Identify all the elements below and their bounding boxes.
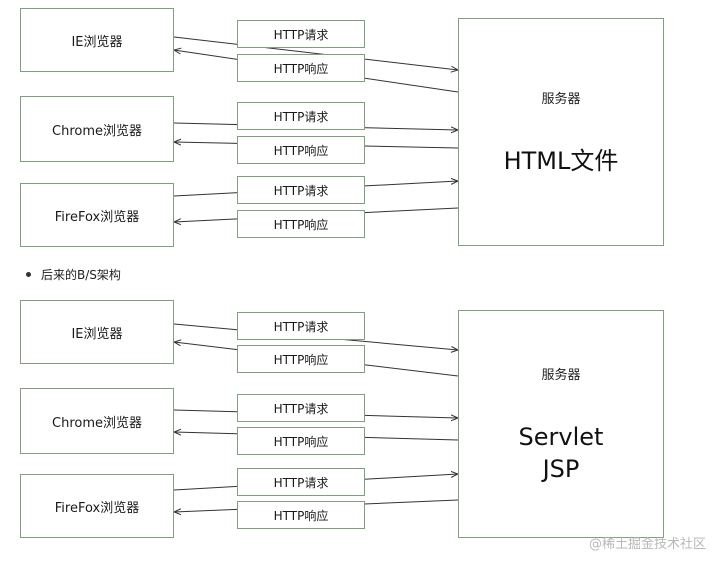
tag-label: HTTP响应	[273, 61, 329, 76]
http-response-tag: HTTP响应	[237, 345, 365, 373]
server-label: 服务器	[541, 368, 581, 383]
http-response-tag: HTTP响应	[237, 54, 365, 82]
browser-label: FireFox浏览器	[54, 209, 140, 225]
tag-label: HTTP请求	[273, 401, 329, 416]
http-request-tag: HTTP请求	[237, 312, 365, 340]
request-arrow	[173, 36, 458, 70]
http-request-tag: HTTP请求	[237, 20, 365, 48]
tag-label: HTTP响应	[273, 434, 329, 449]
tag-label: HTTP请求	[273, 109, 329, 124]
server-content-html: HTML文件	[503, 147, 619, 175]
browser-box-ie: IE浏览器	[20, 8, 174, 72]
browser-box-firefox: FireFox浏览器	[20, 183, 174, 247]
http-response-tag: HTTP响应	[237, 210, 365, 238]
http-response-tag: HTTP响应	[237, 427, 365, 455]
tag-label: HTTP请求	[273, 475, 329, 490]
server-content-jsp: JSP	[542, 455, 580, 483]
browser-label: Chrome浏览器	[52, 415, 142, 431]
browser-label: IE浏览器	[71, 326, 123, 342]
http-request-tag: HTTP请求	[237, 102, 365, 130]
tag-label: HTTP响应	[273, 217, 329, 232]
server-label: 服务器	[541, 92, 581, 107]
tag-label: HTTP响应	[273, 143, 329, 158]
http-request-tag: HTTP请求	[237, 394, 365, 422]
tag-label: HTTP请求	[273, 183, 329, 198]
browser-box-chrome: Chrome浏览器	[20, 96, 174, 162]
http-response-tag: HTTP响应	[237, 501, 365, 529]
browser-label: IE浏览器	[71, 34, 123, 50]
server-box-top	[458, 18, 664, 246]
http-response-tag: HTTP响应	[237, 136, 365, 164]
bullet-text: 后来的B/S架构	[41, 268, 121, 282]
browser-box-chrome: Chrome浏览器	[20, 388, 174, 454]
tag-label: HTTP请求	[273, 319, 329, 334]
browser-label: Chrome浏览器	[52, 123, 142, 139]
browser-box-firefox: FireFox浏览器	[20, 474, 174, 538]
tag-label: HTTP请求	[273, 27, 329, 42]
browser-box-ie: IE浏览器	[20, 300, 174, 364]
server-box-bottom	[458, 310, 664, 538]
bullet-dot-icon	[26, 272, 31, 277]
watermark-text: @稀土掘金技术社区	[588, 537, 706, 552]
tag-label: HTTP响应	[273, 352, 329, 367]
tag-label: HTTP响应	[273, 508, 329, 523]
http-request-tag: HTTP请求	[237, 176, 365, 204]
http-request-tag: HTTP请求	[237, 468, 365, 496]
bullet-item: 后来的B/S架构	[26, 266, 121, 283]
server-content-servlet: Servlet	[518, 423, 604, 451]
browser-label: FireFox浏览器	[54, 500, 140, 516]
